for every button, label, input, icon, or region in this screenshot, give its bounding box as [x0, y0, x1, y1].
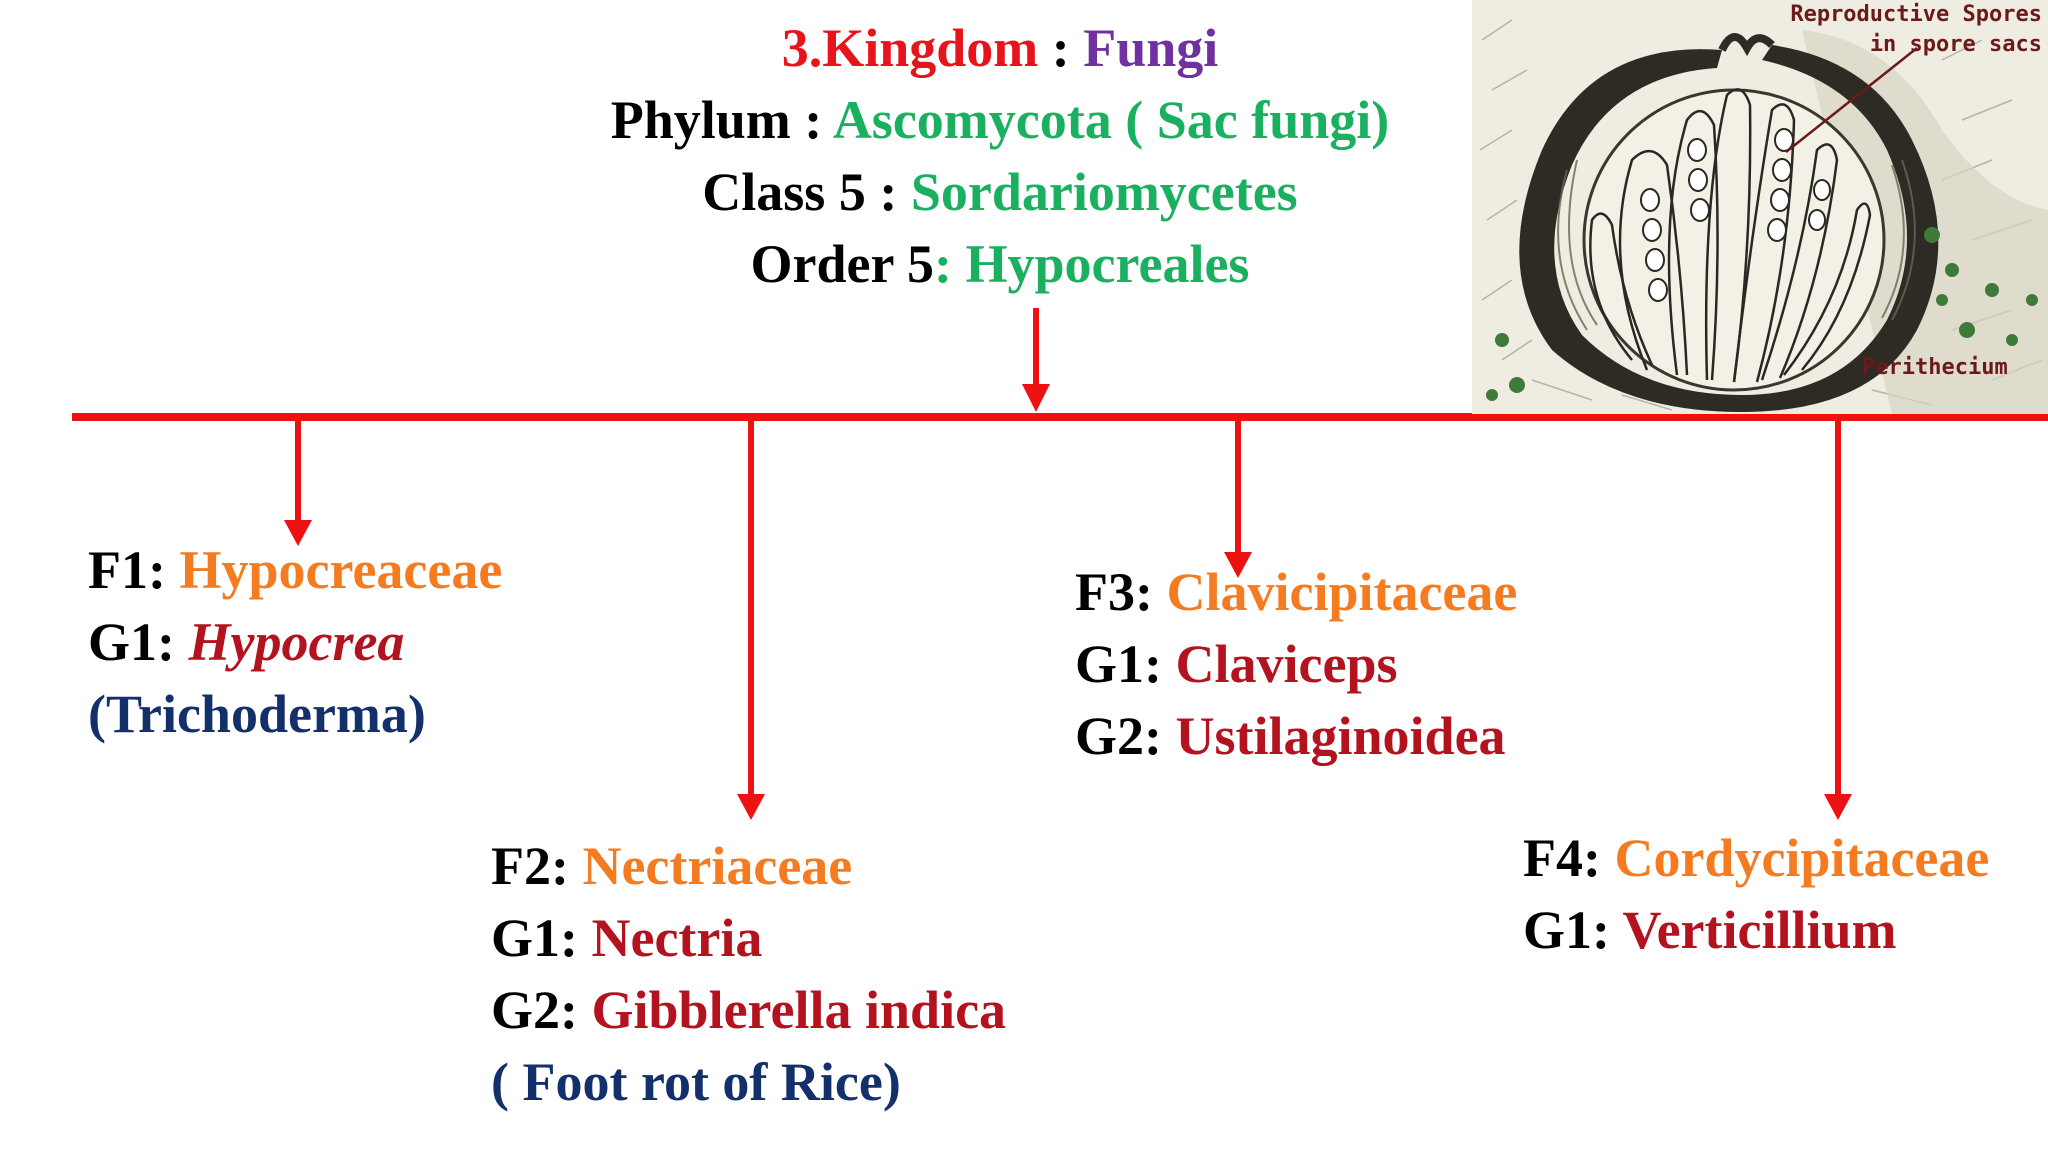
f1-g1-name: Hypocrea [188, 612, 405, 672]
order-label: Order 5 [750, 234, 935, 294]
f1-arrow-head [284, 520, 312, 546]
f3-g1-name: Claviceps [1175, 634, 1398, 694]
f2-label: F2: [491, 836, 569, 896]
f1-note: (Trichoderma) [88, 684, 426, 744]
f4-g1-line: G1: Verticillium [1523, 894, 1897, 966]
f2-g2-label: G2: [491, 980, 578, 1040]
f1-g1-label: G1: [88, 612, 175, 672]
f2-g1-line: G1: Nectria [491, 902, 762, 974]
phylum-line: Phylum : Ascomycota ( Sac fungi) [0, 84, 2000, 156]
f2-g2-line: G2: Gibblerella indica [491, 974, 1006, 1046]
phylum-sep: : [790, 90, 833, 150]
f4-g1-name: Verticillium [1622, 900, 1897, 960]
f2-name: Nectriaceae [582, 836, 853, 896]
f2-arrow-head [737, 794, 765, 820]
f3-label: F3: [1075, 562, 1153, 622]
f3-name: Clavicipitaceae [1166, 562, 1518, 622]
f3-g1-line: G1: Claviceps [1075, 628, 1398, 700]
f4-line: F4: Cordycipitaceae [1523, 822, 1989, 894]
phylum-value: Ascomycota ( Sac fungi) [832, 90, 1390, 150]
order-line: Order 5: Hypocreales [0, 228, 2000, 300]
f4-name: Cordycipitaceae [1614, 828, 1990, 888]
kingdom-line: 3.Kingdom : Fungi [0, 12, 2000, 84]
f3-line: F3: Clavicipitaceae [1075, 556, 1517, 628]
class-sep: : [865, 162, 911, 222]
f3-g1-label: G1: [1075, 634, 1162, 694]
f2-note: ( Foot rot of Rice) [491, 1052, 901, 1112]
f1-line: F1: Hypocreaceae [88, 534, 502, 606]
f4-label: F4: [1523, 828, 1601, 888]
perithecium-illustration: Reproductive Spores in spore sacs Perith… [1472, 0, 2048, 414]
f3-arrow-head [1224, 552, 1252, 578]
spores-label-line-2: in spore sacs [1869, 32, 2042, 57]
phylum-label: Phylum [610, 90, 791, 150]
f1-name: Hypocreaceae [179, 540, 503, 600]
kingdom-sep: : [1038, 18, 1084, 78]
f2-g1-label: G1: [491, 908, 578, 968]
f3-g2-line: G2: Ustilaginoidea [1075, 700, 1506, 772]
order-value: : Hypocreales [934, 234, 1250, 294]
f1-label: F1: [88, 540, 166, 600]
f2-g1-name: Nectria [591, 908, 763, 968]
f3-g2-label: G2: [1075, 706, 1162, 766]
kingdom-label: 3.Kingdom [781, 18, 1039, 78]
spores-label-line-1: Reproductive Spores [1790, 2, 2042, 27]
f1-g1-line: G1: Hypocrea [88, 606, 404, 678]
order-arrow-head [1022, 384, 1050, 412]
f4-g1-label: G1: [1523, 900, 1610, 960]
f2-line: F2: Nectriaceae [491, 830, 852, 902]
kingdom-value: Fungi [1083, 18, 1219, 78]
perithecium-drawing [1472, 0, 2048, 414]
perithecium-label: Perithecium [1862, 355, 2008, 380]
class-value: Sordariomycetes [910, 162, 1298, 222]
spores-label: Reproductive Spores in spore sacs [1772, 0, 2042, 60]
f2-g2-name: Gibblerella indica [591, 980, 1007, 1040]
f4-arrow-head [1824, 794, 1852, 820]
f3-g2-name: Ustilaginoidea [1175, 706, 1506, 766]
class-label: Class 5 [702, 162, 866, 222]
class-line: Class 5 : Sordariomycetes [0, 156, 2000, 228]
